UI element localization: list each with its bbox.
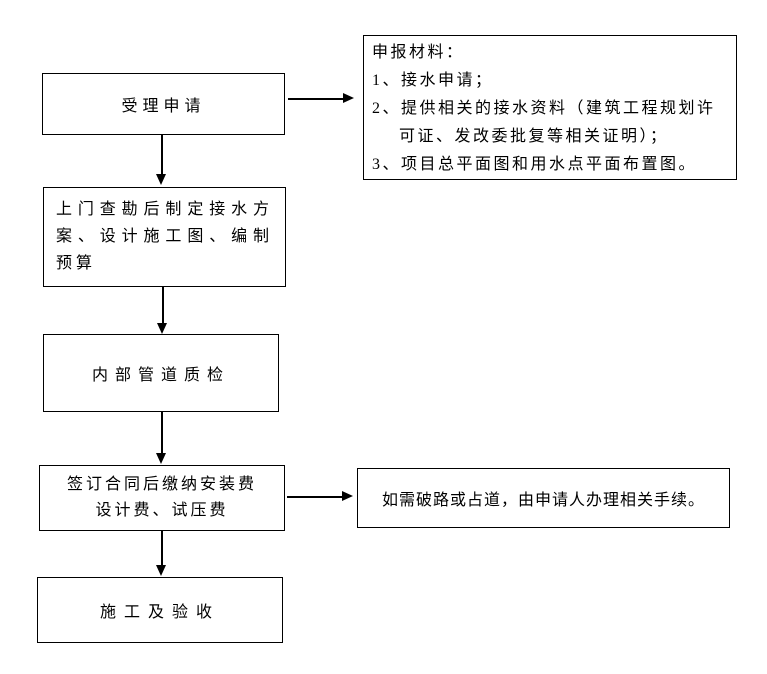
node-label: 上门查勘后制定接水方案、设计施工图、编制预算 xyxy=(56,201,273,272)
arrow-head-right-icon xyxy=(343,93,354,103)
arrow-shaft xyxy=(161,412,163,454)
flow-note-application-materials: 申报材料： 1、接水申请； 2、提供相关的接水资料（建筑工程规划许可证、发改委批… xyxy=(363,35,737,180)
materials-item: 3、项目总平面图和用水点平面布置图。 xyxy=(372,156,698,173)
node-label: 施工及验收 xyxy=(99,604,220,621)
arrow-head-right-icon xyxy=(342,491,353,501)
flow-node-contract-fees: 签订合同后缴纳安装费 设计费、试压费 xyxy=(39,465,285,531)
arrow-head-down-icon xyxy=(156,453,166,464)
node-label: 内部管道质检 xyxy=(91,367,230,384)
arrow-head-down-icon xyxy=(156,174,166,185)
materials-title: 申报材料： xyxy=(372,44,465,61)
arrow-head-down-icon xyxy=(156,565,166,576)
node-label: 受理申请 xyxy=(121,98,206,115)
materials-item: 1、接水申请； xyxy=(372,72,494,89)
arrow-shaft xyxy=(287,496,343,498)
flow-node-pipe-inspection: 内部管道质检 xyxy=(43,334,279,412)
arrow-shaft xyxy=(288,98,344,100)
arrow-shaft xyxy=(161,135,163,175)
node-label-line1: 签订合同后缴纳安装费 xyxy=(66,476,257,493)
flow-node-construction-acceptance: 施工及验收 xyxy=(37,577,283,643)
arrow-shaft xyxy=(161,531,163,566)
flow-note-road-occupation: 如需破路或占道，由申请人办理相关手续。 xyxy=(357,468,730,528)
materials-item: 2、提供相关的接水资料（建筑工程规划许可证、发改委批复等相关证明）； xyxy=(372,100,716,145)
node-label-line2: 设计费、试压费 xyxy=(95,502,229,519)
arrow-shaft xyxy=(162,287,164,324)
flow-node-survey-design: 上门查勘后制定接水方案、设计施工图、编制预算 xyxy=(43,187,286,287)
node-label: 如需破路或占道，由申请人办理相关手续。 xyxy=(381,492,705,509)
arrow-head-down-icon xyxy=(157,323,167,334)
flow-node-accept-application: 受理申请 xyxy=(42,73,285,135)
